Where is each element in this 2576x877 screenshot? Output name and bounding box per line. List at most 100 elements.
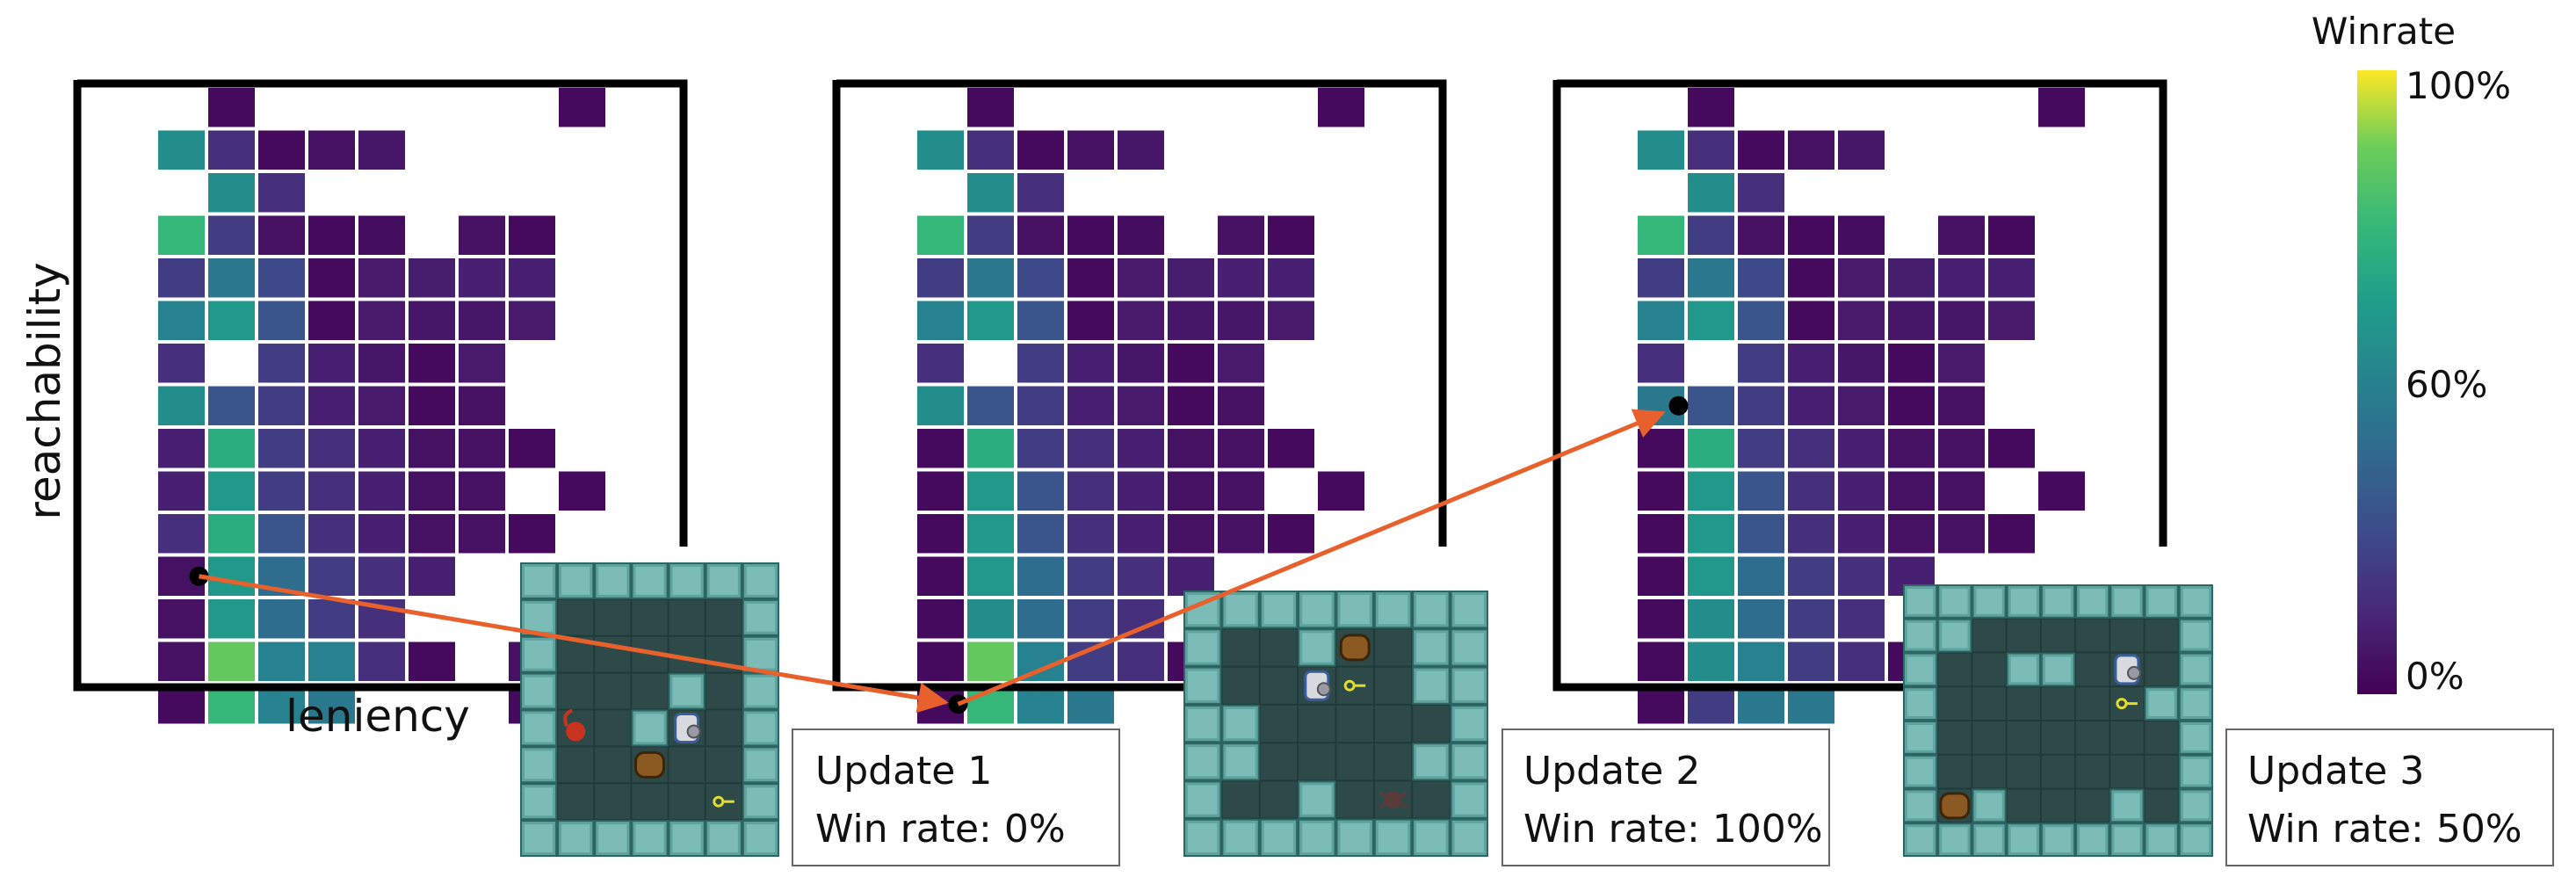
heatmap-cell xyxy=(1218,344,1264,383)
heatmap-cell xyxy=(358,429,405,468)
update-caption-2: Update 2 Win rate: 100% xyxy=(1501,728,1830,866)
update-winrate: Win rate: 0% xyxy=(815,807,1066,852)
floor-tile xyxy=(558,599,594,635)
wall-tile-face xyxy=(1188,823,1218,852)
heatmap-cell xyxy=(967,88,1014,127)
floor-tile xyxy=(595,599,631,635)
heatmap-cell xyxy=(358,514,405,554)
y-axis-label: reachability xyxy=(19,262,70,519)
heatmap-cell xyxy=(208,556,255,596)
wall-tile-face xyxy=(1226,823,1255,852)
heatmap-cell xyxy=(509,514,555,554)
wall-tile-face xyxy=(1907,725,1934,750)
wall-tile-face xyxy=(1416,823,1446,852)
heatmap-cell xyxy=(459,429,505,468)
floor-tile xyxy=(632,784,668,820)
heatmap-cell xyxy=(1268,429,1314,468)
axes-frame-left-bottom xyxy=(1552,80,2005,692)
wall-tile-face xyxy=(2114,793,2140,819)
heatmap-cell xyxy=(1688,599,1734,639)
door-icon xyxy=(1339,634,1371,662)
heatmap-cell xyxy=(1017,429,1064,468)
heatmap-cell xyxy=(1017,130,1064,170)
heatmap-cell xyxy=(459,215,505,255)
heatmap-cell xyxy=(1118,641,1164,681)
heatmap-cell xyxy=(1688,130,1734,170)
wall-tile-face xyxy=(1188,633,1218,663)
heatmap-cell xyxy=(1688,258,1734,298)
wall-tile-face xyxy=(746,640,775,669)
heatmap-cell xyxy=(1838,556,1885,596)
heatmap-cell xyxy=(158,471,205,511)
floor-tile xyxy=(2145,789,2178,823)
floor-tile xyxy=(1413,705,1450,743)
heatmap-cell xyxy=(1688,88,1734,127)
floor-tile xyxy=(1374,629,1412,666)
heatmap-cell xyxy=(1218,429,1264,468)
heatmap-cell xyxy=(308,130,355,170)
heatmap-cell xyxy=(967,130,1014,170)
x-axis-label: leniency xyxy=(286,691,470,742)
heatmap-cell xyxy=(208,429,255,468)
floor-tile xyxy=(2041,687,2075,720)
wall-tile-face xyxy=(1907,827,1934,852)
door-icon xyxy=(1939,792,1971,820)
heatmap-cell xyxy=(1888,429,1935,468)
heatmap-cell xyxy=(1638,344,1684,383)
wall-tile-face xyxy=(2182,691,2209,716)
floor-tile xyxy=(2076,653,2109,686)
heatmap-cell xyxy=(459,344,505,383)
heatmap-cell xyxy=(1268,258,1314,298)
heatmap-cell xyxy=(358,471,405,511)
dungeon-level-1 xyxy=(520,562,779,857)
heatmap-cell xyxy=(1268,301,1314,340)
heatmap-cell xyxy=(258,471,305,511)
wall-tile-face xyxy=(1976,793,2002,819)
heatmap-cell xyxy=(409,556,455,596)
wall-tile-face xyxy=(2044,656,2072,683)
heatmap-cell xyxy=(1688,641,1734,681)
wall-tile-face xyxy=(1416,670,1446,700)
heatmap-cell xyxy=(1067,258,1114,298)
wall-tile-face xyxy=(2044,589,2072,614)
heatmap-cell xyxy=(1688,386,1734,425)
heatmap-cell xyxy=(1067,599,1114,639)
heatmap-panel-3 xyxy=(1552,79,2167,724)
heatmap-cell xyxy=(1838,386,1885,425)
heatmap-cell xyxy=(308,556,355,596)
heatmap-cell xyxy=(158,130,205,170)
wall-tile-face xyxy=(1226,595,1255,625)
wall-tile-face xyxy=(672,824,701,852)
heatmap-cell xyxy=(1638,258,1684,298)
floor-tile xyxy=(1299,743,1335,780)
floor-tile xyxy=(1938,721,1972,754)
heatmap-cell xyxy=(1118,301,1164,340)
floor-tile xyxy=(1972,653,2006,686)
wall-tile-face xyxy=(2182,622,2209,649)
wall-tile-face xyxy=(1302,785,1332,815)
heatmap-cell xyxy=(2038,471,2085,511)
heatmap-cell xyxy=(967,386,1014,425)
heatmap-cell xyxy=(1888,301,1935,340)
heatmap-cell xyxy=(1638,130,1684,170)
heatmap-cell xyxy=(1938,386,1985,425)
heatmap-cell xyxy=(1638,215,1684,255)
floor-tile xyxy=(1374,667,1412,704)
update-caption-1: Update 1 Win rate: 0% xyxy=(792,728,1120,866)
heatmap-cell xyxy=(1888,514,1935,554)
heatmap-cell xyxy=(1788,301,1834,340)
wall-tile-face xyxy=(1340,823,1370,852)
floor-tile xyxy=(2145,721,2178,754)
heatmap-panel-2 xyxy=(832,79,1447,724)
heatmap-cell xyxy=(308,599,355,639)
wall-tile-face xyxy=(1188,708,1218,739)
floor-tile xyxy=(632,673,668,709)
heatmap-cell xyxy=(158,215,205,255)
heatmap-cell xyxy=(258,130,305,170)
wall-tile-face xyxy=(1416,633,1446,663)
heatmap-cell xyxy=(1017,258,1064,298)
heatmap-cell xyxy=(1168,514,1214,554)
heatmap-cell xyxy=(1838,215,1885,255)
heatmap-cell xyxy=(1738,173,1784,213)
floor-tile xyxy=(2041,755,2075,788)
